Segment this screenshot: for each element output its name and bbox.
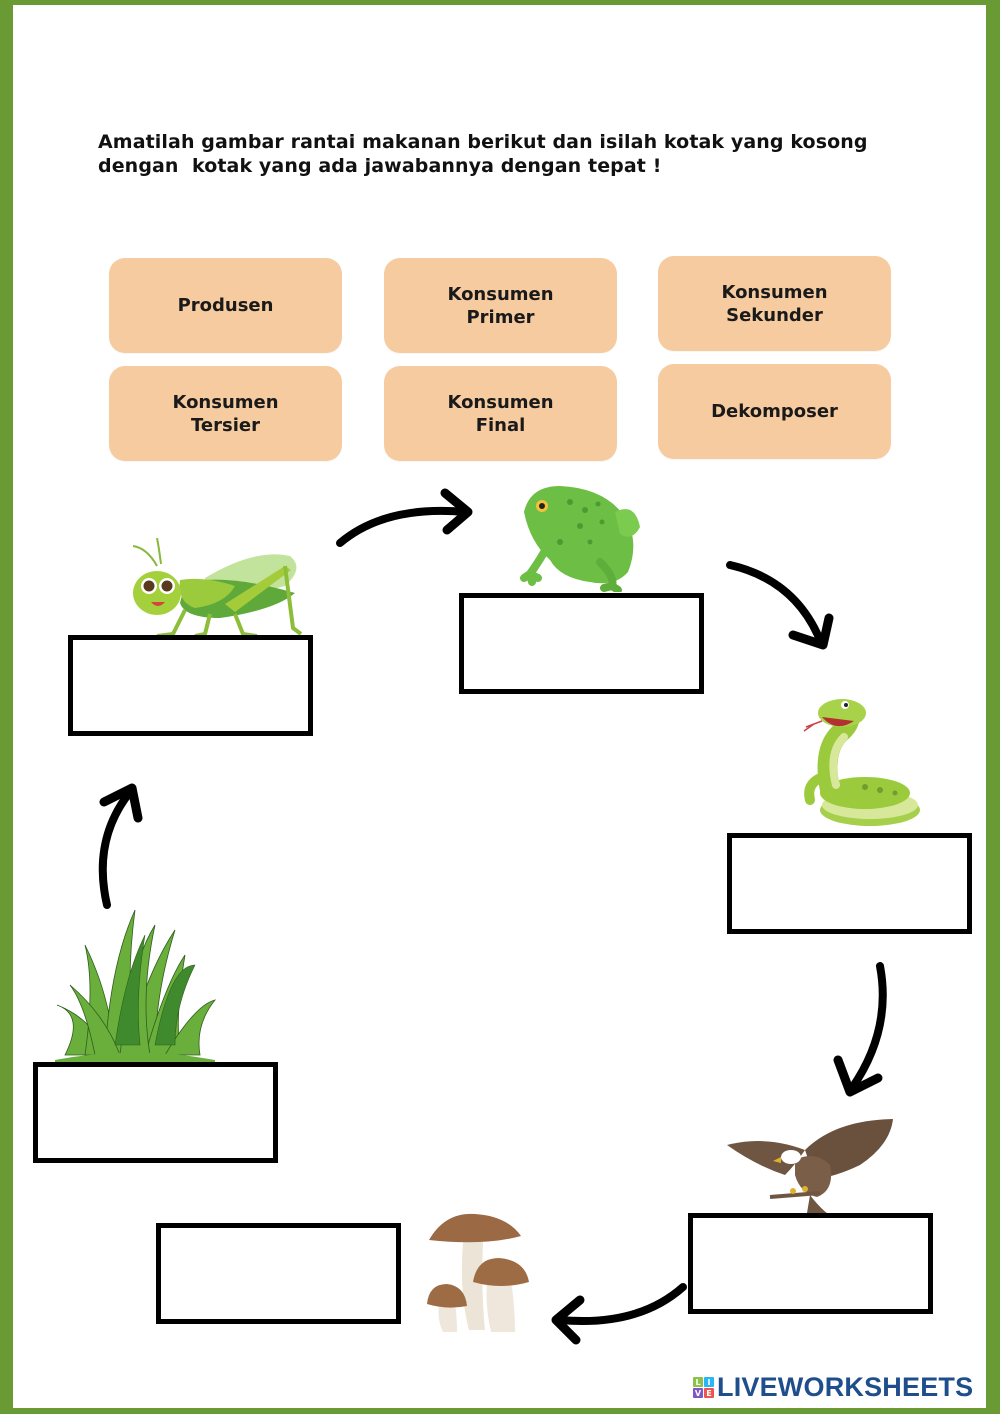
drop-box-grasshopper[interactable] [68,635,313,736]
drop-box-eagle[interactable] [688,1213,933,1314]
snake-icon [803,699,920,826]
drop-box-frog[interactable] [459,593,704,694]
logo-letter-l: L [693,1377,703,1387]
page-border-right [986,0,1000,1414]
instruction-line-2: dengan kotak yang ada jawabannya dengan … [98,155,662,177]
arrow-left-icon [551,1283,687,1345]
eagle-icon [727,1119,893,1222]
grass-icon [55,909,217,1065]
arrow-right-icon [336,488,473,547]
answer-card-konsumen-primer[interactable]: Konsumen Primer [384,258,617,353]
liveworksheets-logo[interactable]: L I V E LIVEWORKSHEETS [693,1372,973,1403]
instruction-text: Amatilah gambar rantai makanan berikut d… [98,130,918,178]
answer-card-konsumen-tersier[interactable]: Konsumen Tersier [109,366,342,461]
page-border-left [0,0,13,1414]
drop-box-snake[interactable] [727,833,972,934]
page-border-bottom [0,1408,1000,1414]
drop-box-grass[interactable] [33,1062,278,1163]
page-border-top [0,0,1000,5]
answer-card-dekomposer[interactable]: Dekomposer [658,364,891,459]
instruction-line-1: Amatilah gambar rantai makanan berikut d… [98,131,868,153]
arrow-down-icon [833,962,887,1097]
grasshopper-icon [132,538,303,638]
answer-card-konsumen-sekunder[interactable]: Konsumen Sekunder [658,256,891,351]
mushroom-icon [427,1213,529,1332]
drop-box-mushroom[interactable] [156,1223,401,1324]
logo-letter-e: E [704,1388,714,1398]
answer-card-produsen[interactable]: Produsen [109,258,342,353]
frog-icon [520,486,640,592]
arrow-down-right-icon [726,561,834,650]
logo-letter-i: I [704,1377,714,1387]
arrow-up-icon [98,783,143,909]
logo-blocks-icon: L I V E [693,1377,714,1398]
logo-text: LIVEWORKSHEETS [717,1372,974,1402]
logo-letter-v: V [693,1388,703,1398]
answer-card-konsumen-final[interactable]: Konsumen Final [384,366,617,461]
